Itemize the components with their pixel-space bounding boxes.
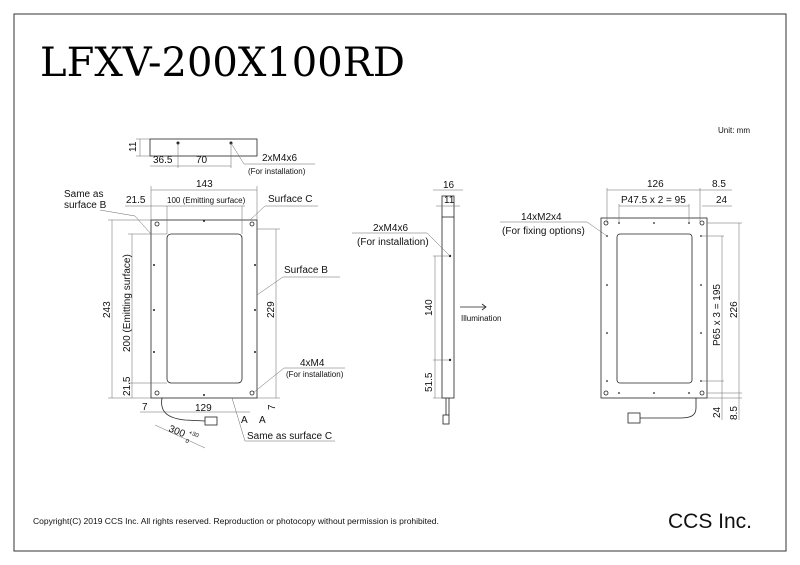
- dim-226: 226: [729, 301, 740, 318]
- section-a-left: A: [241, 415, 248, 426]
- copyright-notice: Copyright(C) 2019 CCS Inc. All rights re…: [33, 516, 439, 526]
- callout-2xM4x6: 2xM4x6: [262, 153, 297, 164]
- dim-36-5: 36.5: [153, 155, 173, 166]
- dim-pitch-vertical: P65 x 3 = 195: [712, 284, 723, 346]
- connector: [204, 416, 218, 426]
- dim-126: 126: [647, 179, 664, 190]
- dim-11: 11: [128, 141, 139, 152]
- callout-2xM4x6: 2xM4x6: [373, 223, 408, 234]
- callout-note: (For installation): [357, 237, 429, 248]
- cable-tolerance-plus: +30: [188, 430, 200, 440]
- label-same-as-b: Same as: [64, 189, 103, 200]
- dim-21-5-bottom: 21.5: [122, 376, 133, 396]
- top-view: 11 36.5 70 2xM4x6 (For installation): [128, 138, 315, 176]
- product-title: LFXV-200X100RD: [40, 40, 405, 86]
- label-surface-b: Surface B: [284, 265, 328, 276]
- dim-21-5-top: 21.5: [126, 195, 146, 206]
- dim-7-left: 7: [142, 402, 148, 413]
- section-a-right: A: [259, 415, 266, 426]
- dim-229: 229: [266, 301, 277, 318]
- dim-cable-300: 300: [167, 424, 187, 441]
- side-view: 16 11 2xM4x6 (For installation) 140 51.5…: [352, 180, 501, 425]
- dim-143: 143: [196, 179, 213, 190]
- dim-24-bottom: 24: [712, 406, 723, 418]
- dim-129: 129: [195, 403, 212, 414]
- dim-11: 11: [444, 195, 455, 206]
- dim-243: 243: [102, 301, 113, 318]
- callout-note: (For fixing options): [502, 226, 585, 237]
- dim-70: 70: [196, 155, 208, 166]
- callout-note: (For installation): [286, 370, 344, 379]
- unit-label: Unit: mm: [718, 126, 750, 135]
- dim-pitch-horizontal: P47.5 x 2 = 95: [621, 195, 686, 206]
- cable: [161, 397, 206, 422]
- dim-emitting-height: 200 (Emitting surface): [122, 254, 133, 352]
- connector: [442, 414, 450, 425]
- sheet-border: [13, 13, 787, 552]
- dim-51-5: 51.5: [424, 372, 435, 392]
- dim-140: 140: [424, 299, 435, 316]
- dim-emitting-width: 100 (Emitting surface): [167, 196, 246, 205]
- cable-length-dimension: 300 +30 0: [167, 424, 200, 446]
- cable-tolerance-minus: 0: [184, 438, 190, 445]
- dim-8-5-bottom: 8.5: [729, 406, 740, 420]
- cable: [640, 398, 697, 419]
- label-surface-c: Surface C: [268, 194, 312, 205]
- dim-16: 16: [443, 180, 455, 191]
- dim-24-top: 24: [716, 195, 728, 206]
- connector: [627, 412, 641, 424]
- callout-note: (For installation): [248, 167, 306, 176]
- dim-7-right: 7: [267, 404, 278, 410]
- back-view: 126 8.5 P47.5 x 2 = 95 24 14xM2x4 (For f…: [500, 179, 742, 424]
- label-illumination: Illumination: [461, 314, 501, 323]
- callout-4xM4: 4xM4: [300, 358, 325, 369]
- label-same-as-b-2: surface B: [64, 200, 107, 211]
- dim-8-5-top: 8.5: [712, 179, 726, 190]
- callout-14xM2x4: 14xM2x4: [521, 212, 562, 223]
- company-name: CCS Inc.: [668, 510, 752, 533]
- front-view: 143 21.5 100 (Emitting surface) 243 200 …: [64, 179, 345, 449]
- label-same-as-c: Same as surface C: [247, 431, 332, 442]
